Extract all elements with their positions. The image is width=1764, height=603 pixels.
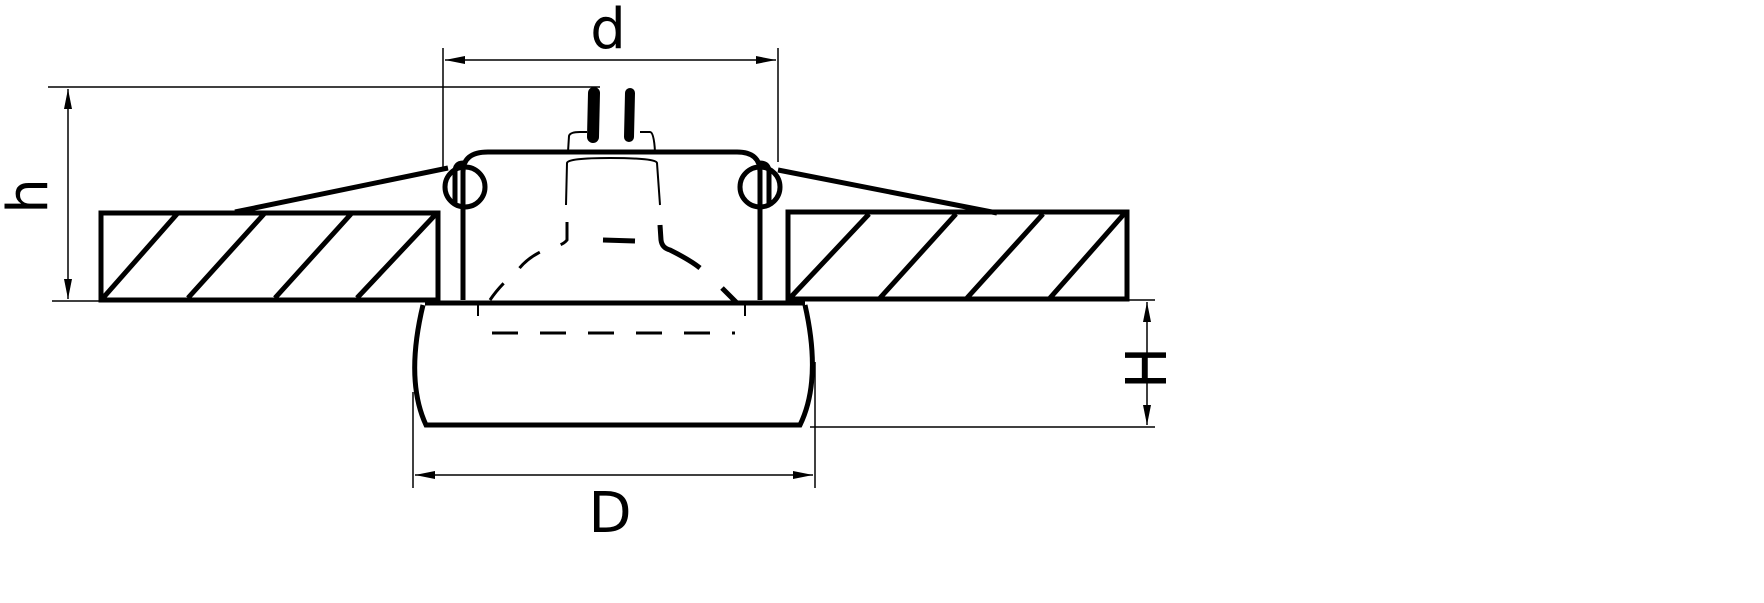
label-h: h bbox=[0, 178, 61, 214]
dimension-D: D bbox=[412, 362, 816, 546]
lamp-hidden-outline bbox=[477, 156, 746, 335]
fixture-body bbox=[425, 149, 805, 306]
label-D: D bbox=[588, 481, 631, 546]
dimension-H: H bbox=[810, 299, 1180, 428]
label-d: d bbox=[590, 0, 626, 62]
lamp-pins bbox=[567, 87, 656, 153]
right-ceiling-slab bbox=[785, 209, 1130, 302]
label-H: H bbox=[1115, 347, 1180, 389]
left-spring bbox=[234, 165, 449, 215]
dimension-h: h bbox=[0, 86, 600, 302]
left-ceiling-slab bbox=[98, 210, 441, 303]
bottom-lens bbox=[412, 304, 815, 428]
right-spring bbox=[777, 167, 998, 216]
dimension-d: d bbox=[442, 0, 779, 168]
